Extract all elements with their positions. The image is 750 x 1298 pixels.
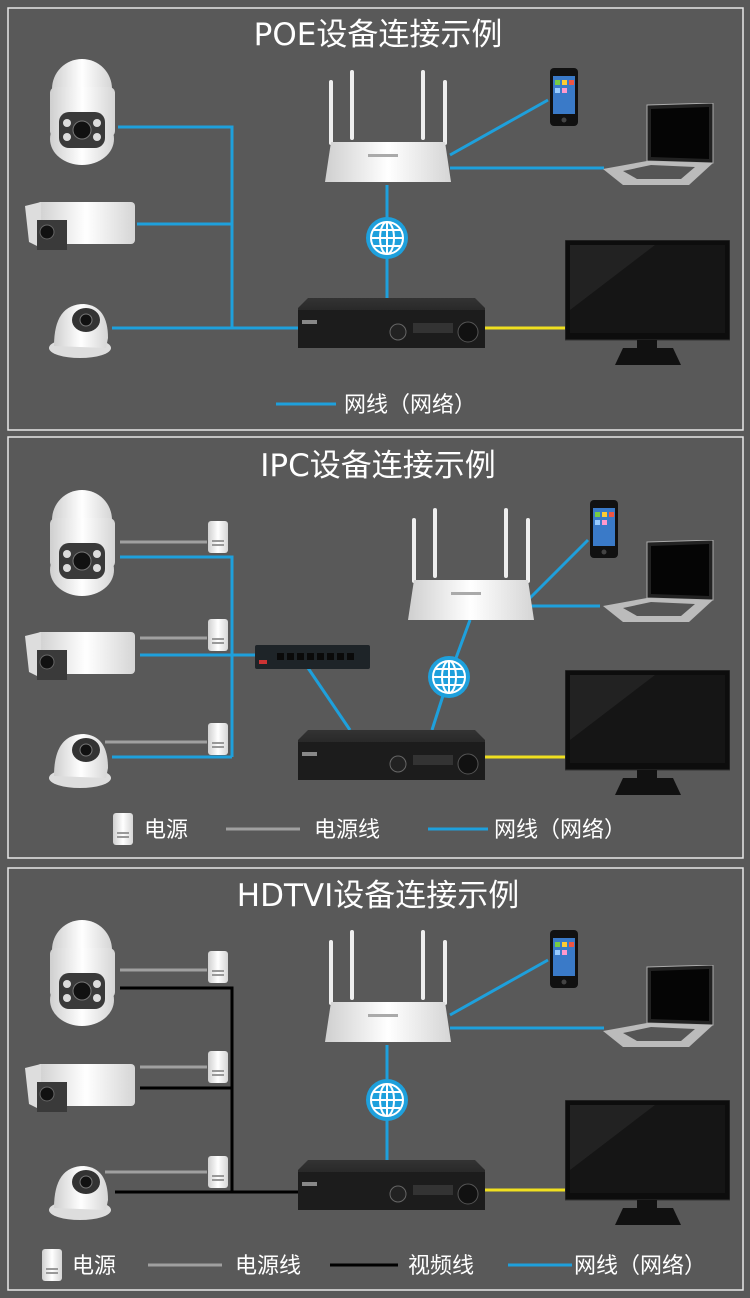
smartphone bbox=[590, 500, 618, 558]
globe-icon bbox=[366, 1079, 408, 1121]
legend-power-label: 电源线 bbox=[235, 1254, 301, 1279]
wifi-router bbox=[325, 70, 451, 182]
power-adapter bbox=[208, 951, 228, 983]
legend-adapter-icon bbox=[42, 1249, 62, 1281]
bullet-camera bbox=[25, 632, 135, 680]
nvr-recorder bbox=[298, 298, 485, 348]
globe-icon bbox=[428, 656, 470, 698]
turret-camera bbox=[49, 734, 111, 788]
panel-border bbox=[7, 436, 744, 859]
power-adapter bbox=[208, 1051, 228, 1083]
speed-dome-camera bbox=[50, 490, 115, 596]
laptop bbox=[603, 540, 713, 622]
laptop bbox=[603, 103, 713, 185]
speed-dome-camera bbox=[50, 920, 115, 1026]
legend-adapter-label: 电源 bbox=[72, 1254, 116, 1279]
legend-video-label: 视频线 bbox=[408, 1254, 474, 1279]
panel-title: IPC设备连接示例 bbox=[260, 448, 495, 484]
legend-network-label: 网线（网络） bbox=[494, 818, 626, 843]
power-adapter bbox=[208, 723, 228, 755]
video-cables bbox=[115, 986, 298, 1194]
speed-dome-camera bbox=[50, 59, 115, 165]
panel-title: HDTVI设备连接示例 bbox=[237, 878, 519, 914]
panel-poe: POE设备连接示例 网线（网络） bbox=[7, 7, 744, 431]
panel-border bbox=[7, 7, 744, 431]
nvr-recorder bbox=[298, 1160, 485, 1210]
nvr-recorder bbox=[298, 730, 485, 780]
panel-hdtvi: HDTVI设备连接示例 电源 电源线 视频线 网线（网络） bbox=[7, 867, 744, 1291]
wifi-router bbox=[408, 508, 534, 620]
monitor bbox=[565, 1100, 730, 1225]
power-adapter bbox=[208, 619, 228, 651]
laptop bbox=[603, 965, 713, 1047]
legend-adapter-icon bbox=[113, 813, 133, 845]
smartphone bbox=[550, 68, 578, 126]
monitor bbox=[565, 240, 730, 365]
power-cables bbox=[105, 968, 207, 1174]
legend-adapter-label: 电源 bbox=[144, 818, 188, 843]
turret-camera bbox=[49, 304, 111, 358]
wifi-router bbox=[325, 930, 451, 1042]
smartphone bbox=[550, 930, 578, 988]
globe-icon bbox=[366, 217, 408, 259]
monitor bbox=[565, 670, 730, 795]
turret-camera bbox=[49, 1166, 111, 1220]
power-cables bbox=[105, 540, 207, 744]
panel-border bbox=[7, 867, 744, 1291]
network-cables bbox=[112, 98, 604, 330]
poe-switch bbox=[255, 645, 370, 669]
power-adapter bbox=[208, 1156, 228, 1188]
panel-ipc: IPC设备连接示例 电源 电源线 网线（网络） bbox=[7, 436, 744, 859]
bullet-camera bbox=[25, 202, 135, 250]
legend-network-label: 网线（网络） bbox=[344, 393, 476, 418]
bullet-camera bbox=[25, 1064, 135, 1112]
panel-title: POE设备连接示例 bbox=[254, 17, 503, 53]
power-adapter bbox=[208, 521, 228, 553]
legend-network-label: 网线（网络） bbox=[574, 1254, 706, 1279]
legend-power-label: 电源线 bbox=[314, 818, 380, 843]
